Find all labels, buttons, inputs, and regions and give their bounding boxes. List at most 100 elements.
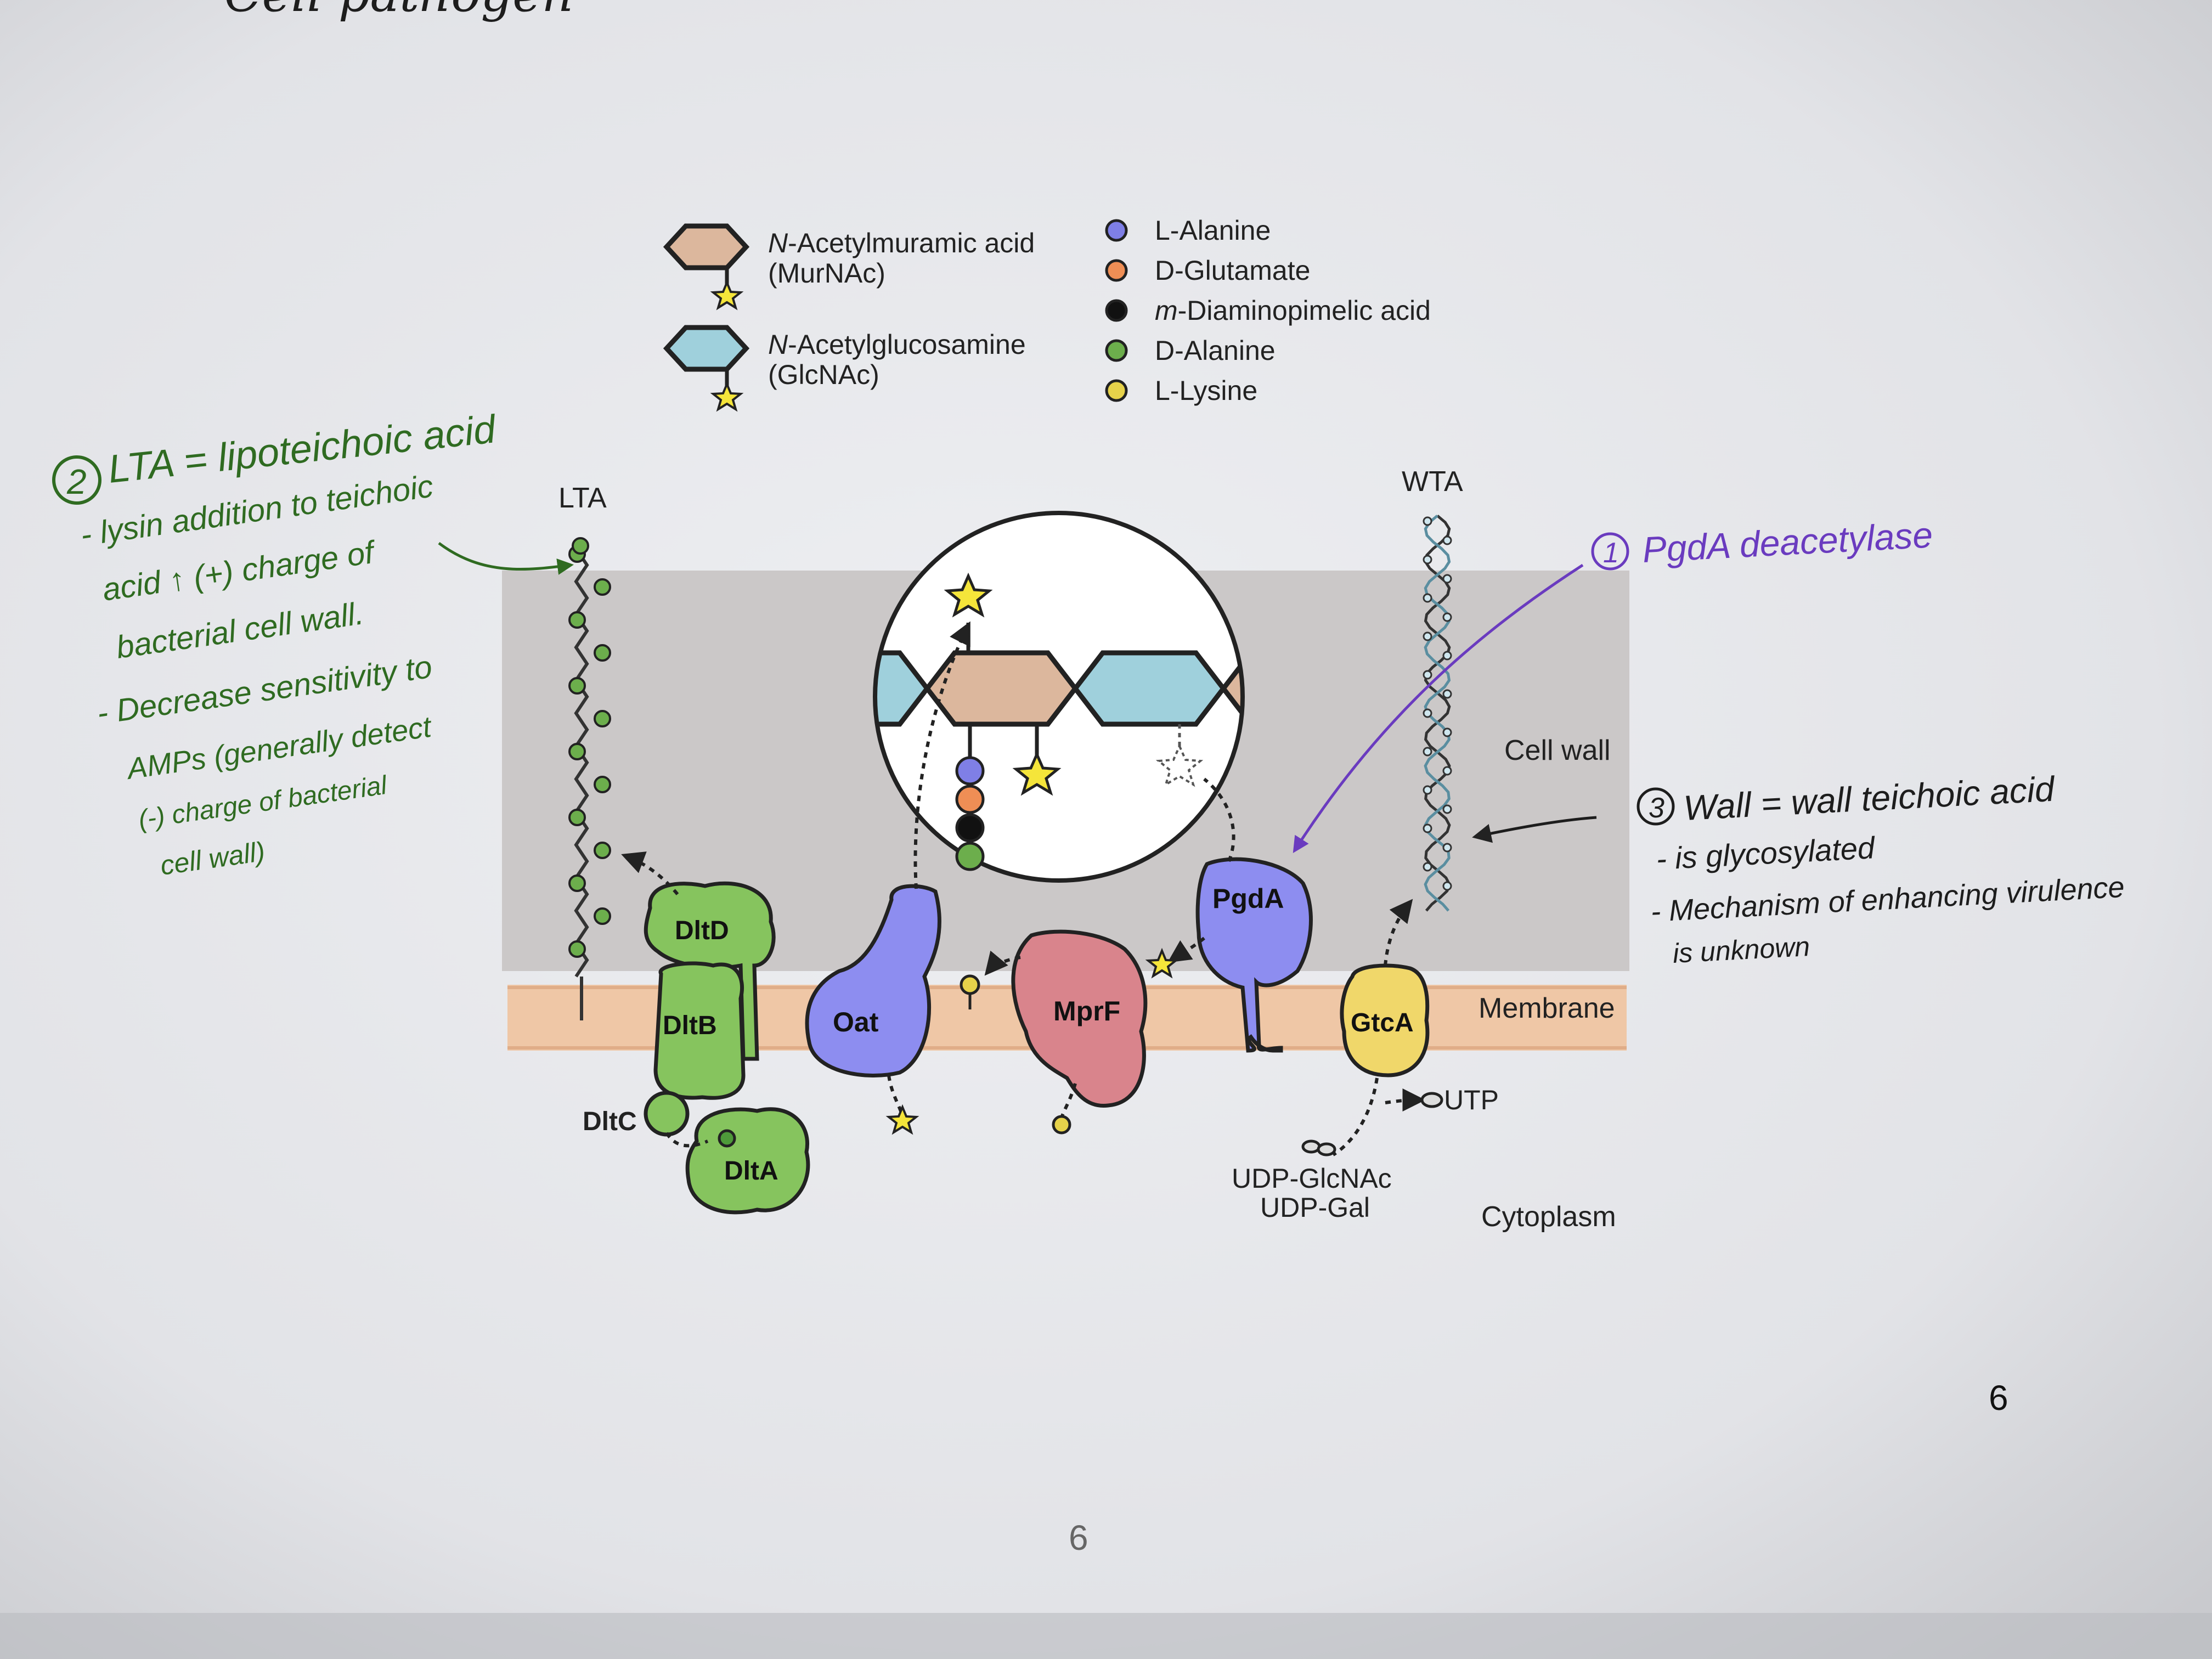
o-acetyl-star-icon [944,572,993,618]
legend: N-Acetylmuramic acid (MurNAc) N-Acetylgl… [663,215,1431,412]
diaminopimelic-acid-label: m-Diaminopimelic acid [1155,295,1431,326]
gtca-udp-dash [1332,1077,1379,1156]
page-number-bottom: 6 [1069,1518,1088,1558]
removed-acetyl-star-icon [1155,743,1204,787]
wta-sugar-bead [1423,785,1432,795]
note-3-circle [1637,787,1675,826]
wta-sugar-bead [1442,766,1452,776]
cytoplasm-label: Cytoplasm [1481,1201,1616,1233]
wta-sugar-bead [1423,708,1432,718]
utp-molecule [1420,1092,1443,1108]
d-alanine-dot [1105,339,1128,362]
mprf-lysine-arrow [984,950,1021,976]
oat-protein [805,884,941,1077]
wta-sugar-bead [1423,555,1432,565]
wta-sugar-bead [1423,631,1432,641]
stem-diaminopimelic-acid [955,813,985,843]
lta-d-alanine-bead [568,809,586,826]
mprf-label: MprF [1053,996,1120,1026]
lta-d-alanine-bead [568,743,586,760]
l-alanine-label: L-Alanine [1155,215,1271,246]
wall-note-line-4: is unknown [1672,931,1811,969]
pathway-arrows [621,621,1426,1156]
lta-d-alanine-bead [572,537,589,555]
lta-note-arrow [438,541,574,575]
murnac-legend-abbr: (MurNAc) [768,258,885,289]
stem-d-alanine [955,842,985,871]
acetyl-star-icon [1012,751,1062,796]
bottom-edge-shadow [0,1613,2212,1659]
l-lysine-dot [1105,379,1128,402]
lta-d-alanine-bead [594,644,611,662]
diaminopimelic-acid-dot [1105,299,1128,322]
peptidoglycan-inset [873,511,1245,883]
lta-d-alanine-bead [594,907,611,925]
dlta-label: DltA [724,1156,778,1186]
note-1-circle [1591,532,1629,571]
star-icon [710,279,744,311]
pgda-note-arrow [1293,563,1584,854]
lta-d-alanine-bead [568,611,586,629]
stem-d-glutamate [955,785,985,814]
wta-sugar-bead [1423,670,1432,680]
lta-chain [568,537,611,1020]
udp-glcnac-label: UDP-GlcNAc [1232,1163,1392,1194]
glcnac-hexagon-right [1072,650,1227,727]
murnac-legend-symbol [663,223,750,311]
glcnac-legend-symbol [663,325,750,412]
glcnac-legend-name: N-Acetylglucosamine [768,329,1026,360]
lysine-molecule-membrane [960,974,980,995]
dltb-label: DltB [663,1011,717,1040]
wta-sugar-bead [1423,516,1432,526]
wta-sugar-bead [1423,593,1432,603]
wta-sugar-bead [1442,727,1452,737]
cell-wall-label: Cell wall [1504,735,1611,766]
dltd-to-lta-arrow [621,851,679,895]
d-glutamate-label: D-Glutamate [1155,255,1310,286]
acetyl-star-product-icon [1145,947,1179,979]
lta-d-alanine-bead [594,842,611,859]
udp-molecule-b [1317,1142,1336,1156]
lta-d-alanine-bead [568,874,586,892]
dltc-protein [644,1091,690,1137]
note-2-circle [52,455,101,505]
note-2-number: 2 [66,462,87,501]
wta-label: WTA [1402,466,1463,498]
murnac-hexagon [924,650,1079,727]
murnac-legend-name: N-Acetylmuramic acid [768,228,1035,258]
lta-d-alanine-bead [594,776,611,793]
pgda-product-arrow [1167,936,1205,963]
wta-sugar-bead [1442,535,1452,545]
wta-sugar-bead [1442,574,1452,584]
mprf-protein [1011,929,1148,1108]
wta-sugar-bead [1442,689,1452,699]
d-glutamate-dot [1105,259,1128,282]
dlta-protein [685,1107,810,1215]
lta-d-alanine-bead [568,677,586,695]
gtca-label: GtcA [1351,1008,1414,1037]
dlta-bound-d-alanine [718,1129,736,1148]
glcnac-legend-abbr: (GlcNAc) [768,359,879,390]
dltd-label: DltD [675,916,729,945]
pgda-label: PgdA [1212,883,1284,914]
wta-sugar-bead [1423,747,1432,757]
lta-d-alanine-bead [594,710,611,727]
page-number-right: 6 [1989,1378,2008,1418]
wta-sugar-bead [1442,843,1452,853]
gtca-protein [1340,963,1430,1077]
oat-cytoplasm-dash [887,1075,904,1117]
udp-gal-label: UDP-Gal [1260,1192,1370,1223]
utp-label: UTP [1444,1085,1499,1115]
lta-label: LTA [558,482,607,514]
gtca-utp-arrow [1385,1088,1426,1112]
wta-sugar-bead [1423,862,1432,872]
wta-sugar-bead [1442,804,1452,814]
pgda-to-star-dash [1203,777,1235,862]
note-3-number: 3 [1649,792,1664,824]
dltc-label: DltC [583,1107,637,1136]
wta-sugar-bead [1442,881,1452,891]
top-handwriting-fragment: — Cell pathogen [159,0,573,23]
d-alanine-label: D-Alanine [1155,335,1276,366]
acetyl-star-cytoplasm-icon [885,1104,919,1135]
wta-sugar-bead [1442,651,1452,661]
